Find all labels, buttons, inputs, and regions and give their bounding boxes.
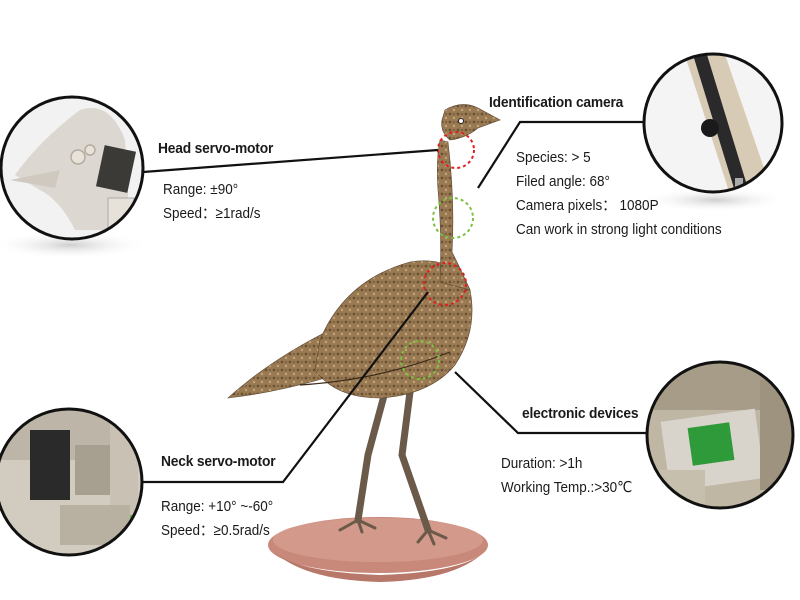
electronics-title: electronic devices bbox=[522, 405, 639, 422]
electronics-working-temp: Working Temp.:>30℃ bbox=[501, 479, 633, 496]
camera-detail-frame bbox=[642, 52, 784, 194]
camera-marker bbox=[432, 197, 474, 239]
electronics-leader bbox=[454, 371, 648, 435]
camera-specs: Species: > 5 Filed angle: 68° Camera pix… bbox=[516, 146, 722, 242]
camera-pixels: Camera pixels： 1080P bbox=[516, 197, 659, 214]
electronics-specs: Duration: >1h Working Temp.:>30℃ bbox=[501, 452, 632, 500]
camera-detail-image bbox=[642, 52, 784, 194]
bird-tail bbox=[227, 329, 336, 399]
head-servo-speed: Speed：≥1rad/s bbox=[163, 205, 261, 222]
head-servo-range: Range: ±90° bbox=[163, 181, 239, 198]
head-servo-title: Head servo-motor bbox=[158, 140, 274, 157]
electronics-detail-frame bbox=[645, 360, 795, 510]
head-servo-detail-frame bbox=[0, 95, 145, 241]
neck-servo-detail-image bbox=[0, 407, 144, 557]
bird-neck bbox=[437, 139, 471, 291]
leader-lines bbox=[142, 120, 655, 484]
camera-leader bbox=[477, 120, 655, 189]
camera-title: Identification camera bbox=[489, 94, 624, 111]
neck-servo-detail-frame bbox=[0, 407, 144, 557]
camera-field-angle: Filed angle: 68° bbox=[516, 173, 610, 190]
camera-light-conditions: Can work in strong light conditions bbox=[516, 221, 722, 238]
camera-species: Species: > 5 bbox=[516, 149, 591, 166]
bird-body bbox=[314, 260, 473, 399]
neck-servo-leader bbox=[142, 291, 429, 484]
neck-servo-speed: Speed：≥0.5rad/s bbox=[161, 522, 270, 539]
neck-servo-marker bbox=[423, 262, 467, 306]
bird-model bbox=[227, 104, 501, 582]
electronics-detail-image bbox=[645, 360, 795, 510]
head-servo-leader bbox=[142, 148, 439, 174]
neck-servo-title: Neck servo-motor bbox=[161, 453, 276, 470]
head-servo-detail-image bbox=[0, 95, 145, 241]
bird-eye bbox=[458, 118, 464, 124]
neck-servo-range: Range: +10° ~-60° bbox=[161, 498, 274, 515]
neck-servo-specs: Range: +10° ~-60° Speed：≥0.5rad/s bbox=[161, 495, 273, 543]
bird-legs bbox=[338, 388, 448, 546]
head-servo-specs: Range: ±90° Speed：≥1rad/s bbox=[163, 178, 260, 226]
electronics-marker bbox=[400, 340, 440, 380]
electronics-duration: Duration: >1h bbox=[501, 455, 583, 472]
